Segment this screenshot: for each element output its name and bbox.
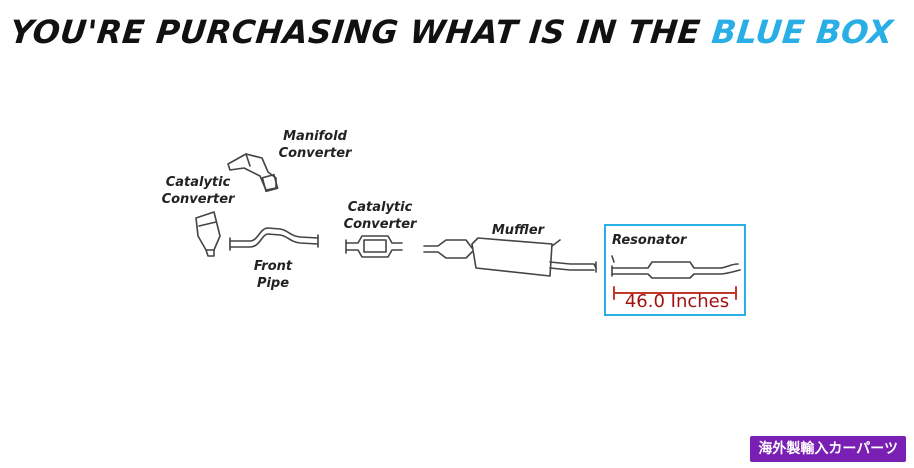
label-resonator: Resonator <box>612 233 687 248</box>
manifold-converter-part <box>227 153 279 193</box>
left-catalytic-converter-part <box>195 211 221 257</box>
measurement-text: 46.0 Inches <box>624 291 730 312</box>
measurement-line <box>613 286 737 300</box>
middle-catalytic-converter-part <box>345 235 403 258</box>
label-catalytic-converter-mid: Catalytic Converter <box>343 200 417 232</box>
muffler-part <box>423 237 597 277</box>
seller-badge: 海外製輸入カーパーツ <box>750 436 906 462</box>
blue-box <box>604 224 746 316</box>
label-catalytic-converter-left: Catalytic Converter <box>161 175 235 207</box>
resonator-part <box>611 255 741 279</box>
front-pipe-part <box>229 227 319 251</box>
label-front-pipe: Front Pipe <box>253 259 293 291</box>
label-manifold-converter: Manifold Converter <box>278 129 352 161</box>
label-muffler: Muffler <box>491 223 545 238</box>
